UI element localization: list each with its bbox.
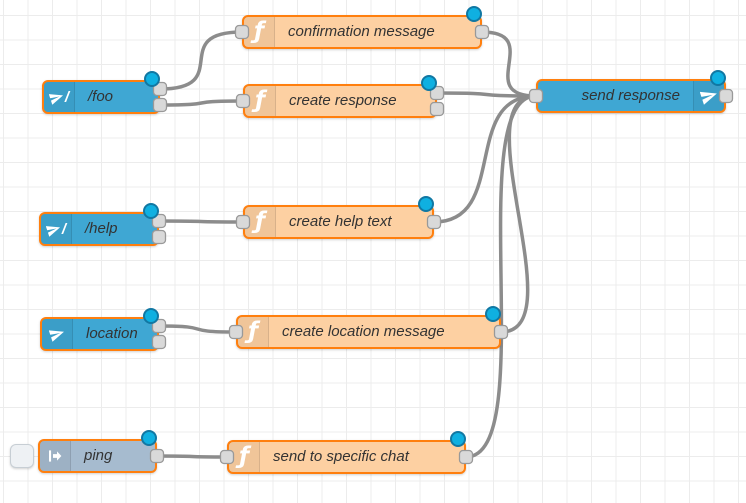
node-telegram-sender-send-response[interactable]: send response: [536, 79, 726, 113]
wire[interactable]: [157, 219, 245, 224]
function-icon: ƒ: [238, 317, 269, 347]
node-label: ping: [84, 447, 113, 464]
node-function-confirmation-message[interactable]: ƒ confirmation message: [242, 15, 482, 49]
wire[interactable]: [435, 91, 538, 98]
function-icon: ƒ: [244, 17, 275, 47]
function-icon: ƒ: [245, 86, 276, 116]
node-telegram-command-help[interactable]: / /help: [39, 212, 159, 246]
paper-plane-slash-icon: /: [41, 214, 72, 244]
node-function-create-help-text[interactable]: ƒ create help text: [243, 205, 434, 239]
wire[interactable]: [499, 94, 538, 334]
node-label: create location message: [282, 323, 445, 340]
node-function-create-response[interactable]: ƒ create response: [243, 84, 437, 118]
function-icon: ƒ: [245, 207, 276, 237]
node-label: send response: [581, 87, 680, 104]
wire[interactable]: [432, 94, 538, 224]
wire[interactable]: [158, 99, 245, 107]
wire[interactable]: [464, 94, 538, 459]
paper-plane-icon: [693, 81, 724, 111]
node-function-create-location-message[interactable]: ƒ create location message: [236, 315, 501, 349]
function-icon: ƒ: [229, 442, 260, 472]
inject-arrow-icon: [40, 441, 71, 471]
node-label: location: [86, 325, 138, 342]
node-telegram-event-location[interactable]: location: [40, 317, 159, 351]
node-label: /help: [85, 220, 118, 237]
node-label: /foo: [88, 88, 114, 105]
inject-trigger-button[interactable]: [10, 444, 34, 468]
node-label: send to specific chat: [273, 448, 409, 465]
node-telegram-command-foo[interactable]: / /foo: [42, 80, 160, 114]
node-label: create response: [289, 92, 397, 109]
wire[interactable]: [158, 30, 244, 91]
node-function-send-to-specific-chat[interactable]: ƒ send to specific chat: [227, 440, 466, 474]
wire[interactable]: [480, 30, 538, 98]
node-label: create help text: [289, 213, 392, 230]
node-label: confirmation message: [288, 23, 435, 40]
paper-plane-slash-icon: /: [44, 82, 75, 112]
wire[interactable]: [157, 324, 238, 334]
wire[interactable]: [155, 454, 229, 459]
node-inject-ping[interactable]: ping: [10, 439, 157, 473]
paper-plane-icon: [42, 319, 73, 349]
